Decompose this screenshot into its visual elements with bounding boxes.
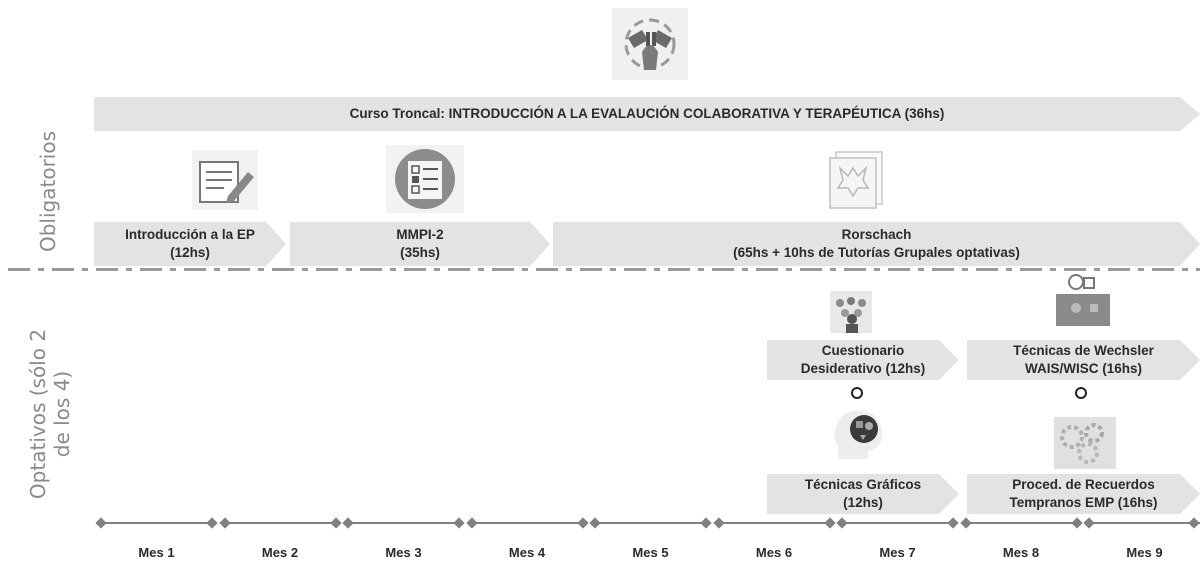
timeline-segment bbox=[717, 522, 831, 524]
timeline-endpoint bbox=[465, 517, 478, 529]
month-label: Mes 2 bbox=[261, 545, 299, 560]
document-pen-icon bbox=[192, 150, 258, 210]
gears-memory-icon bbox=[1054, 417, 1116, 469]
timeline-endpoint bbox=[218, 517, 231, 529]
timeline-endpoint bbox=[342, 517, 354, 529]
timeline-endpoint bbox=[1188, 517, 1200, 529]
timeline-endpoint bbox=[576, 517, 589, 529]
timeline-endpoint bbox=[453, 517, 465, 529]
wechsler-banner: Técnicas de Wechsler WAIS/WISC (16hs) bbox=[967, 340, 1200, 380]
timeline-endpoint bbox=[95, 517, 107, 529]
timeline-segment bbox=[100, 522, 213, 524]
mmpi-banner: MMPI-2 (35hs) bbox=[290, 222, 550, 266]
timeline-endpoint bbox=[1083, 517, 1095, 529]
month-label: Mes 6 bbox=[755, 545, 793, 560]
section-separator bbox=[8, 268, 1200, 271]
intro-ep-banner: Introducción a la EP (12hs) bbox=[94, 222, 286, 266]
or-connector-left bbox=[851, 387, 863, 399]
optativos-label: Optativos (sólo 2 de los 4) bbox=[26, 328, 74, 500]
timeline-endpoint bbox=[712, 517, 725, 529]
timeline-endpoint bbox=[329, 517, 342, 529]
month-label: Mes 3 bbox=[385, 545, 422, 560]
month-label: Mes 8 bbox=[1002, 545, 1040, 560]
curso-troncal-banner: Curso Troncal: INTRODUCCIÓN A LA EVALAUC… bbox=[94, 97, 1200, 131]
or-connector-right bbox=[1075, 387, 1087, 399]
month-label: Mes 4 bbox=[508, 545, 546, 560]
cuestionario-banner: Cuestionario Desiderativo (12hs) bbox=[767, 340, 959, 380]
collaboration-hands-icon bbox=[612, 8, 688, 80]
timeline-segment bbox=[841, 522, 954, 524]
puzzle-bulb-icon bbox=[1056, 272, 1110, 326]
timeline-endpoint bbox=[700, 517, 712, 529]
checklist-icon bbox=[386, 145, 464, 213]
month-label: Mes 9 bbox=[1126, 545, 1163, 560]
timeline-endpoint bbox=[589, 517, 601, 529]
timeline-segment bbox=[470, 522, 584, 524]
timeline-segment bbox=[1088, 522, 1200, 524]
timeline-segment bbox=[964, 522, 1078, 524]
rorschach-banner: Rorschach (65hs + 10hs de Tutorías Grupa… bbox=[553, 222, 1200, 266]
graficos-banner: Técnicas Gráficos (12hs) bbox=[767, 474, 959, 514]
head-shapes-icon bbox=[832, 409, 884, 459]
group-people-icon bbox=[830, 291, 872, 333]
timeline-segment bbox=[223, 522, 337, 524]
timeline-endpoint bbox=[959, 517, 972, 529]
month-label: Mes 1 bbox=[138, 545, 175, 560]
timeline-endpoint bbox=[206, 517, 218, 529]
obligatorios-label: Obligatorios bbox=[36, 130, 60, 252]
timeline-endpoint bbox=[823, 517, 836, 529]
timeline-segment bbox=[347, 522, 460, 524]
recuerdos-banner: Proced. de Recuerdos Tempranos EMP (16hs… bbox=[967, 474, 1200, 514]
inkblot-card-icon bbox=[826, 146, 888, 210]
timeline-endpoint bbox=[1070, 517, 1083, 529]
timeline-segment bbox=[594, 522, 707, 524]
month-label: Mes 7 bbox=[879, 545, 916, 560]
timeline-endpoint bbox=[947, 517, 959, 529]
timeline-endpoint bbox=[836, 517, 848, 529]
month-label: Mes 5 bbox=[632, 545, 669, 560]
